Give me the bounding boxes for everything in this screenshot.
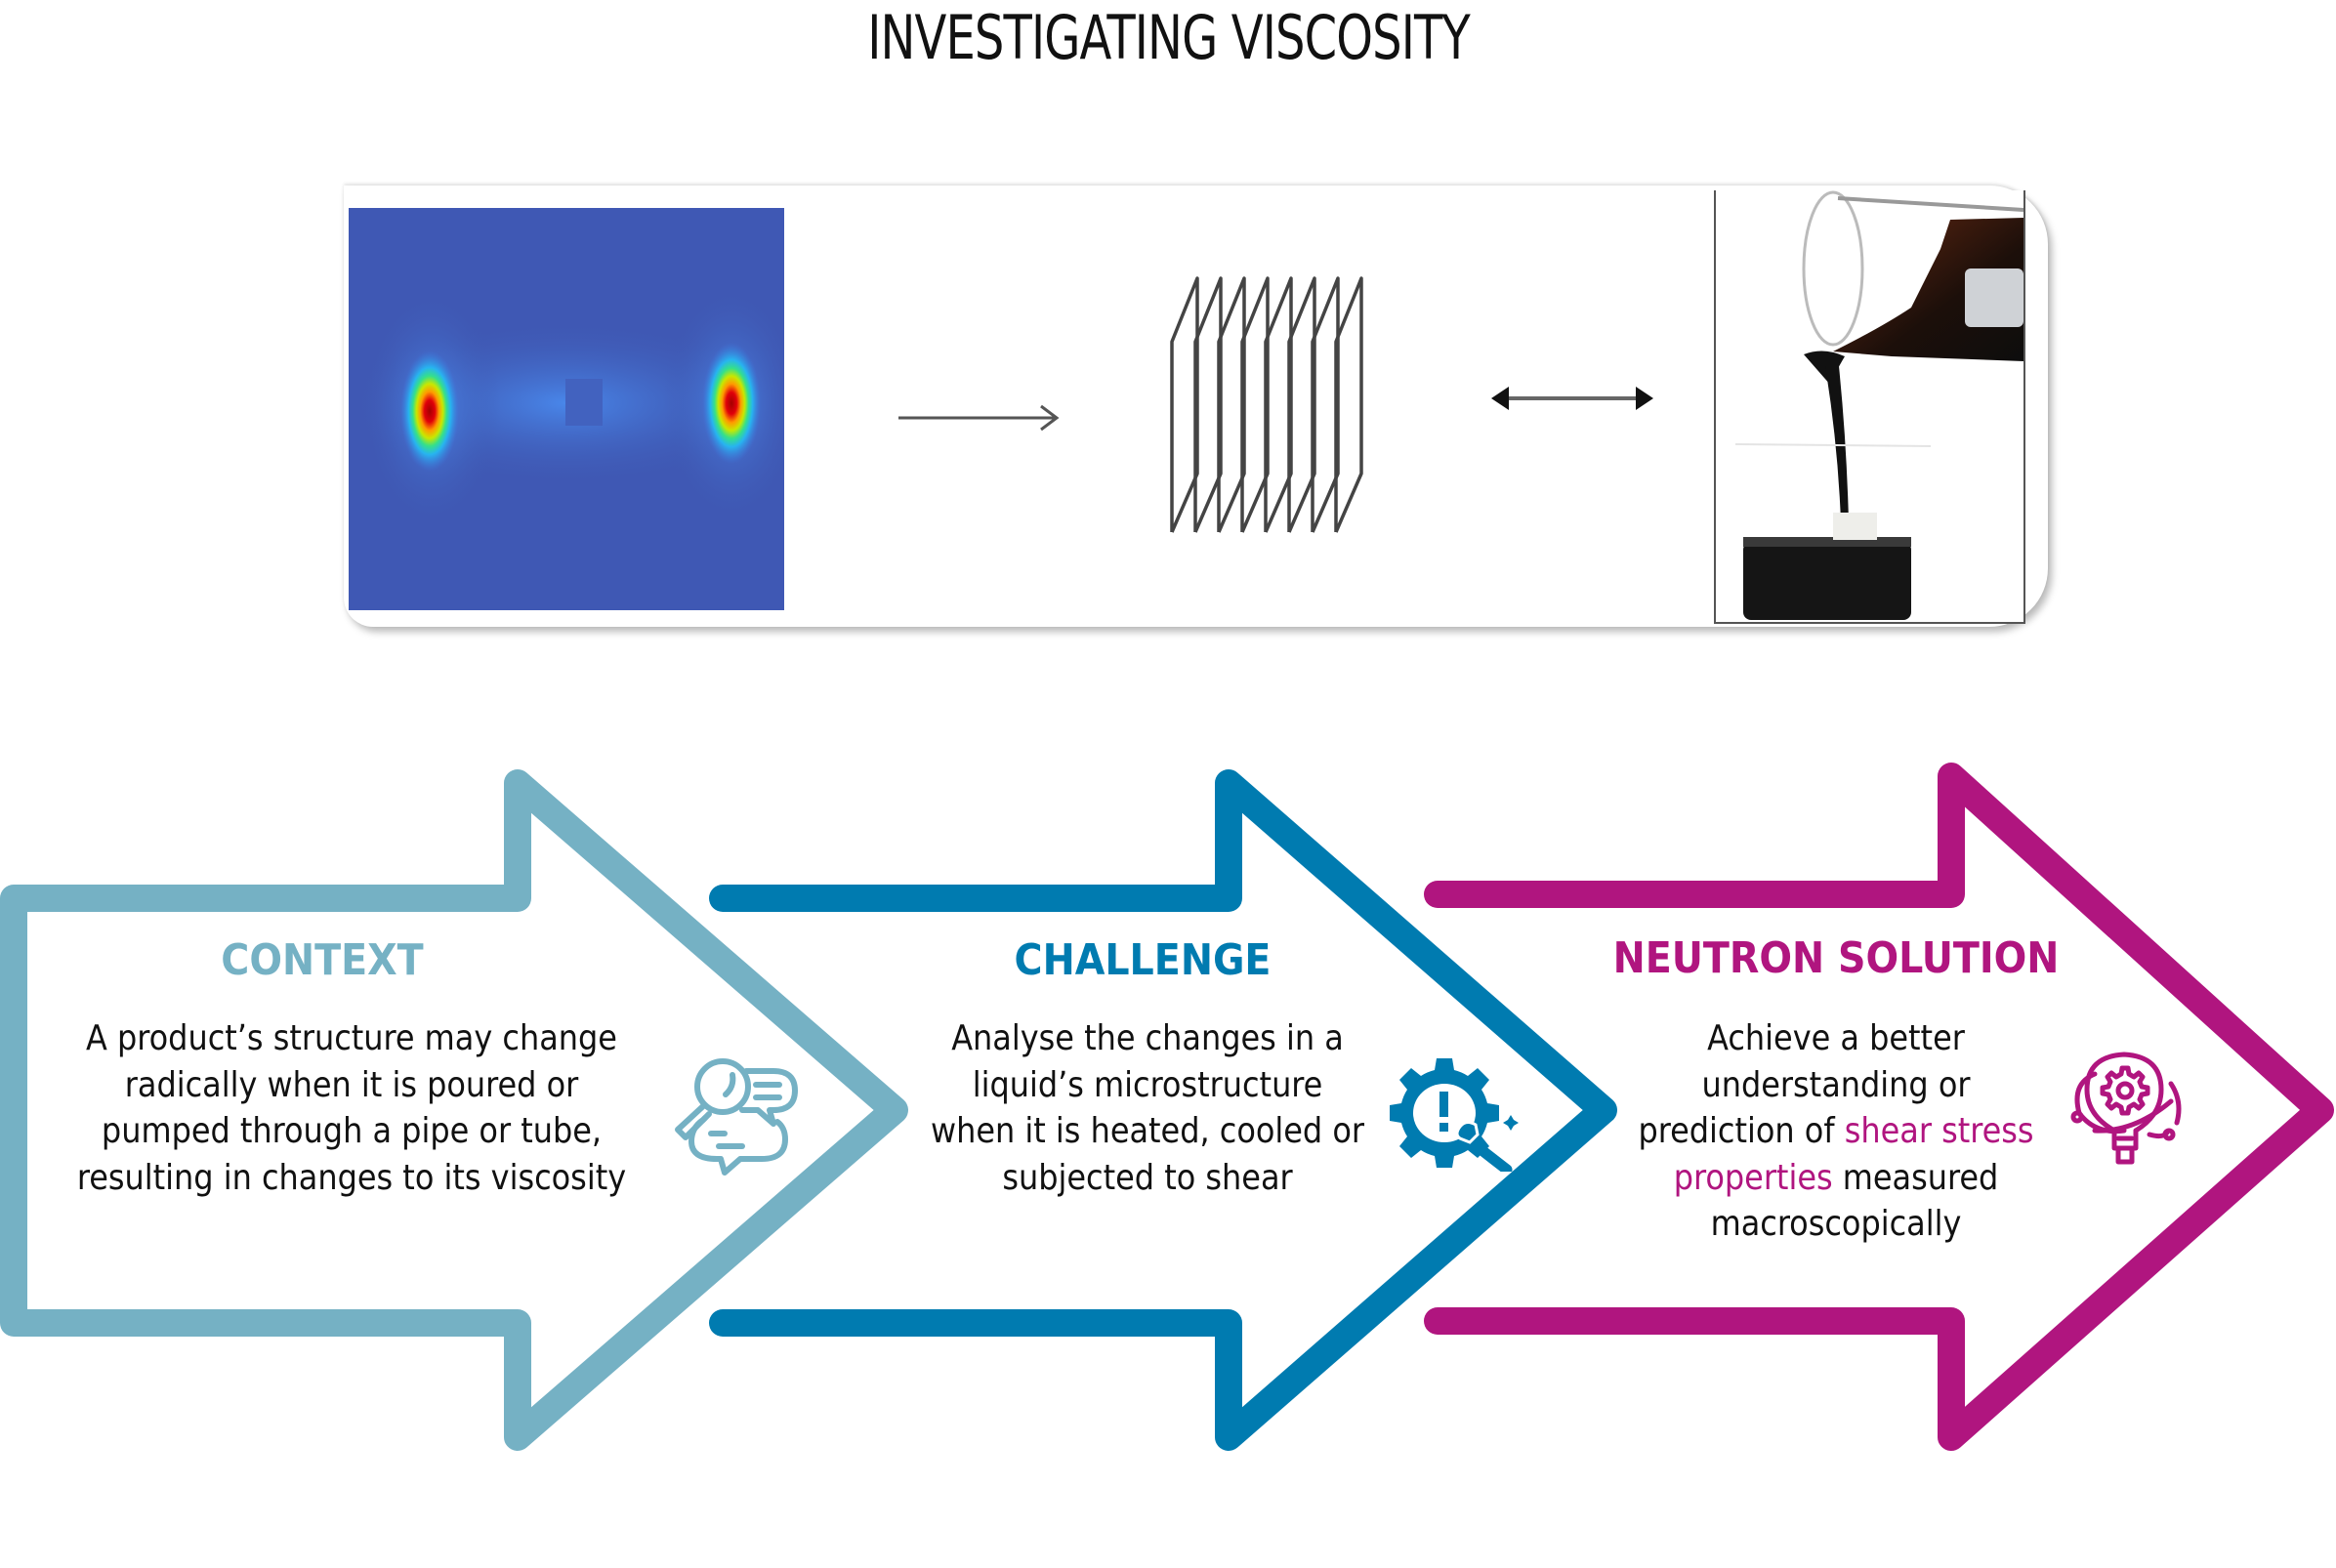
challenge-line: when it is heated, cooled or [930, 1111, 1365, 1151]
context-description: A product’s structure may change radical… [39, 1015, 664, 1201]
plane-2 [1193, 276, 1223, 533]
page-title: INVESTIGATING VISCOSITY [867, 2, 1470, 73]
plane-1 [1170, 276, 1199, 533]
challenge-line: liquid’s microstructure [972, 1064, 1323, 1105]
solution-line: Achieve a better [1707, 1018, 1965, 1058]
solution-line: macroscopically [1710, 1204, 1962, 1244]
solution-heading: NEUTRON SOLUTION [1612, 933, 2060, 983]
peak-right [702, 343, 761, 464]
gear-wrench-alert-icon [1390, 1058, 1519, 1172]
solution-arrow-outline [1424, 763, 2334, 1451]
plane-3 [1217, 276, 1246, 533]
lamellar-planes-icon [1170, 276, 1363, 533]
solution-text: prediction of [1638, 1111, 1845, 1151]
plane-7 [1311, 276, 1340, 533]
pouring-liquid-photo [1714, 190, 2025, 624]
shear-stress-highlight: shear stress [1844, 1111, 2034, 1151]
solution-description: Achieve a better understanding or predic… [1602, 1015, 2070, 1248]
plane-5 [1264, 276, 1293, 533]
solution-line: properties measured [1602, 1155, 2070, 1202]
scattering-heatmap [349, 208, 784, 610]
challenge-description: Analyse the changes in a liquid’s micros… [859, 1015, 1436, 1201]
arrow-right-icon [898, 404, 1060, 432]
peak-left [400, 351, 459, 472]
challenge-line: subjected to shear [1002, 1157, 1293, 1198]
challenge-arrow-outline [709, 769, 1617, 1451]
context-line: radically when it is poured or [124, 1064, 579, 1105]
search-chat-icon [675, 1058, 798, 1176]
challenge-heading: CHALLENGE [1014, 935, 1272, 985]
plane-4 [1240, 276, 1270, 533]
solution-line: understanding or [1701, 1064, 1971, 1105]
challenge-line: Analyse the changes in a [951, 1018, 1344, 1058]
plane-6 [1287, 276, 1316, 533]
beamstop [565, 379, 603, 426]
lightbulb-gear-atom-icon [2070, 1052, 2182, 1165]
beaker-pour-illustration [1734, 190, 2023, 620]
solution-line: prediction of shear stress [1602, 1108, 2070, 1155]
context-arrow-outline [0, 769, 908, 1451]
properties-highlight: properties [1673, 1157, 1833, 1198]
context-line: A product’s structure may change [86, 1018, 617, 1058]
context-line: pumped through a pipe or tube, [101, 1111, 603, 1151]
context-line: resulting in changes to its viscosity [76, 1157, 627, 1198]
double-arrow-icon [1491, 387, 1653, 410]
plane-8 [1334, 276, 1363, 533]
solution-text: measured [1832, 1157, 1999, 1198]
context-heading: CONTEXT [221, 935, 424, 985]
